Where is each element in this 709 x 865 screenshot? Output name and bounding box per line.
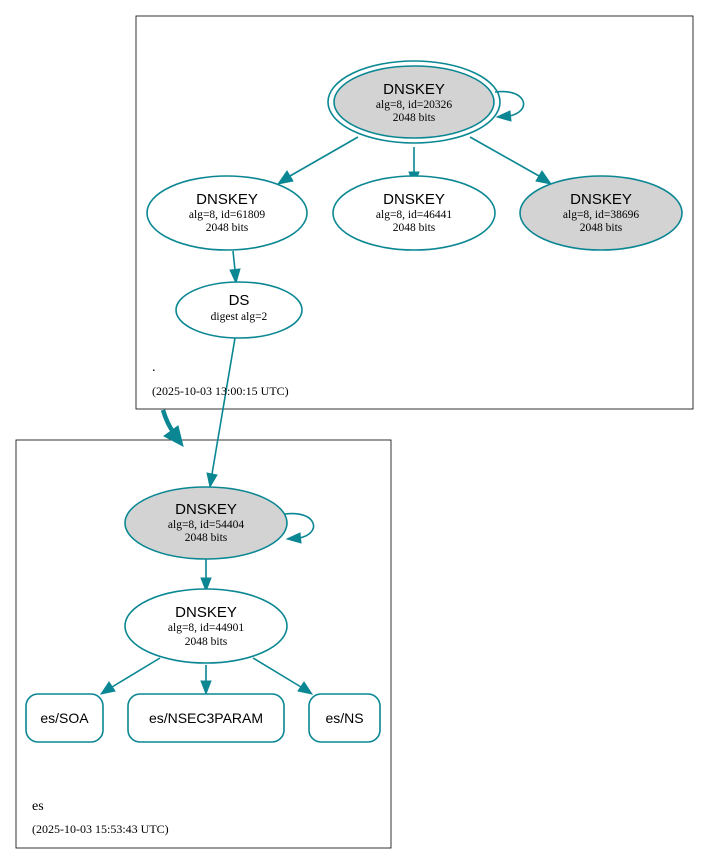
node-root-zsk-61809: DNSKEY alg=8, id=61809 2048 bits [146, 175, 308, 251]
node-es-ksk-bits: 2048 bits [185, 532, 228, 544]
rrset-es-nsec3param-label: es/NSEC3PARAM [149, 710, 263, 726]
node-root-zsk-38696-alg: alg=8, id=38696 [563, 209, 639, 221]
rrset-es-nsec3param: es/NSEC3PARAM [127, 693, 285, 743]
arrowhead-root-ksk-self [495, 110, 512, 122]
node-root-ds-digest: digest alg=2 [211, 311, 268, 323]
node-root-zsk-46441: DNSKEY alg=8, id=46441 2048 bits [332, 175, 496, 251]
zone-root-name: . [152, 360, 156, 375]
node-root-ksk-alg: alg=8, id=20326 [376, 99, 452, 111]
arrowhead-zsk-to-ns [297, 681, 314, 695]
arrowhead-root-ksk-to-61809 [276, 170, 294, 185]
node-root-zsk-38696: DNSKEY alg=8, id=38696 2048 bits [519, 175, 683, 251]
node-root-zsk-46441-bits: 2048 bits [393, 222, 436, 234]
node-es-ksk-shape [124, 486, 288, 560]
zone-root-box [135, 15, 694, 410]
edge-ds-to-es-ksk [211, 337, 236, 475]
node-root-zsk-46441-title: DNSKEY [383, 191, 445, 208]
node-root-zsk-61809-title: DNSKEY [196, 191, 258, 208]
node-es-zsk-title: DNSKEY [175, 604, 237, 621]
node-es-zsk-shape [124, 588, 288, 664]
edge-root-ksk-to-61809 [289, 136, 359, 177]
node-root-ds: DS digest alg=2 [175, 281, 303, 339]
edge-es-ksk-self [284, 512, 315, 539]
node-root-ksk-shape [333, 65, 495, 139]
node-root-ksk-outer-ring [327, 60, 501, 144]
node-root-zsk-38696-bits: 2048 bits [580, 222, 623, 234]
node-root-zsk-61809-shape [146, 175, 308, 251]
zone-es-timestamp: (2025-10-03 15:53:43 UTC) [32, 822, 169, 836]
edge-root-ksk-to-38696 [469, 136, 540, 177]
arrowhead-delegation [163, 425, 184, 447]
node-es-zsk: DNSKEY alg=8, id=44901 2048 bits [124, 588, 288, 664]
node-es-zsk-alg: alg=8, id=44901 [168, 622, 244, 634]
rrset-es-ns: es/NS [308, 693, 381, 743]
node-root-zsk-61809-alg: alg=8, id=61809 [189, 209, 265, 221]
edge-zsk-to-ns [252, 657, 302, 688]
node-root-zsk-61809-bits: 2048 bits [206, 222, 249, 234]
zone-es-name: es [32, 799, 44, 814]
rrset-es-soa-shape [25, 693, 104, 743]
rrset-es-soa: es/SOA [25, 693, 104, 743]
arrowhead-zsk-to-nsec3param [200, 680, 212, 696]
node-root-ksk: DNSKEY alg=8, id=20326 2048 bits [327, 60, 501, 144]
node-root-zsk-38696-title: DNSKEY [570, 191, 632, 208]
node-root-zsk-38696-shape [519, 175, 683, 251]
rrset-es-ns-shape [308, 693, 381, 743]
node-root-ds-title: DS [229, 292, 250, 309]
arrowhead-es-ksk-to-zsk [200, 577, 212, 593]
node-root-ksk-title: DNSKEY [383, 81, 445, 98]
node-es-ksk: DNSKEY alg=8, id=54404 2048 bits [124, 486, 288, 560]
arrowhead-61809-to-ds [229, 268, 241, 285]
node-root-ds-shape [175, 281, 303, 339]
node-root-zsk-46441-alg: alg=8, id=46441 [376, 209, 452, 221]
arrowhead-es-ksk-self [285, 532, 302, 544]
edge-root-ksk-self [494, 90, 525, 117]
edges [99, 90, 553, 696]
node-es-ksk-title: DNSKEY [175, 501, 237, 518]
rrset-es-ns-label: es/NS [325, 710, 363, 726]
zone-es-box [15, 439, 392, 849]
edge-zsk-to-soa [111, 657, 161, 688]
node-root-zsk-46441-shape [332, 175, 496, 251]
arrowhead-zsk-to-soa [99, 681, 116, 695]
arrowhead-root-ksk-to-38696 [535, 170, 553, 185]
node-es-ksk-alg: alg=8, id=54404 [168, 519, 244, 531]
rrset-es-nsec3param-shape [127, 693, 285, 743]
arrowhead-ds-to-es-ksk [206, 472, 218, 489]
rrset-es-soa-label: es/SOA [40, 710, 89, 726]
node-root-ksk-bits: 2048 bits [393, 112, 436, 124]
zone-root-timestamp: (2025-10-03 13:00:15 UTC) [152, 384, 289, 398]
node-es-zsk-bits: 2048 bits [185, 636, 228, 648]
edge-61809-to-ds [232, 250, 236, 271]
